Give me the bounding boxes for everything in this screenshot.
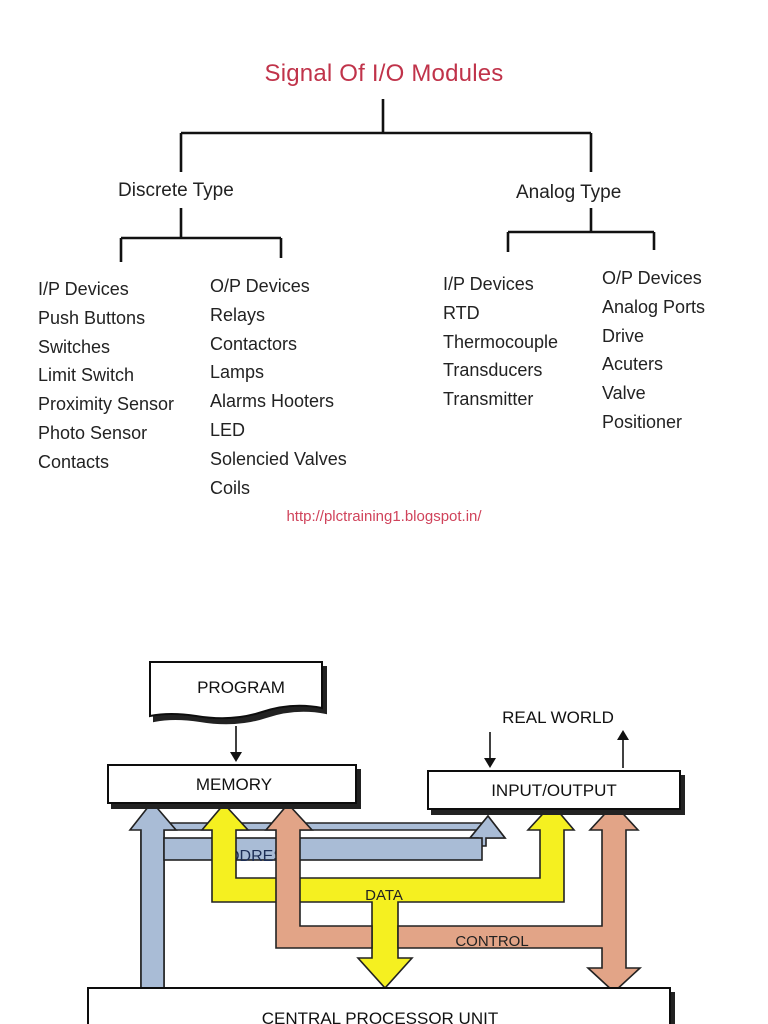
- list-item: RTD: [443, 302, 480, 323]
- list-item: Drive: [602, 325, 645, 346]
- discrete-outputs-list: O/P Devices Relays Contactors Lamps Alar…: [210, 272, 347, 502]
- list-item: Positioner: [602, 411, 683, 432]
- list-item: Push Buttons: [38, 307, 146, 328]
- list-item: I/P Devices: [38, 279, 129, 299]
- list-item: Valve: [602, 383, 646, 404]
- list-item: Coils: [210, 477, 251, 498]
- analog-inputs-list: I/P Devices RTD Thermocouple Transducers…: [443, 270, 558, 414]
- analog-type-label: Analog Type: [516, 182, 622, 203]
- list-item: Photo Sensor: [38, 422, 148, 443]
- real-world-label: REAL WORLD: [502, 708, 614, 727]
- memory-label: MEMORY: [196, 775, 272, 794]
- list-item: Limit Switch: [38, 365, 135, 386]
- list-item: Acuters: [602, 354, 664, 375]
- discrete-inputs-list: I/P Devices Push Buttons Switches Limit …: [38, 275, 174, 477]
- memory-box: [107, 764, 357, 804]
- hierarchy-connectors: [119, 99, 656, 262]
- list-item: Solencied Valves: [210, 448, 347, 469]
- plc-block-diagram: PROGRAM REAL WORLD ADDRESS DATA CONTROL …: [87, 661, 681, 1024]
- list-item: Contacts: [38, 451, 110, 472]
- list-item: Switches: [38, 336, 111, 357]
- list-item: Transducers: [443, 360, 543, 381]
- list-item: LED: [210, 419, 246, 440]
- list-item: I/P Devices: [443, 274, 534, 294]
- list-item: Lamps: [210, 362, 265, 383]
- program-box: [149, 661, 323, 720]
- list-item: Proximity Sensor: [38, 394, 175, 415]
- list-item: O/P Devices: [602, 268, 702, 288]
- list-item: O/P Devices: [210, 276, 310, 296]
- cpu-box: [87, 987, 671, 1024]
- page-title: Signal Of I/O Modules: [264, 60, 504, 87]
- list-item: Alarms Hooters: [210, 391, 335, 412]
- data-bus: [200, 802, 576, 990]
- list-item: Analog Ports: [602, 296, 706, 317]
- io-box: [427, 770, 681, 810]
- list-item: Transmitter: [443, 389, 534, 410]
- program-label: PROGRAM: [197, 678, 285, 697]
- cpu-label: CENTRAL PROCESSOR UNIT: [262, 1009, 498, 1024]
- source-url: http://plctraining1.blogspot.in/: [286, 508, 482, 525]
- io-label: INPUT/OUTPUT: [491, 781, 617, 800]
- data-label: DATA: [365, 887, 403, 904]
- list-item: Relays: [210, 304, 266, 325]
- list-item: Contactors: [210, 333, 298, 354]
- discrete-type-label: Discrete Type: [118, 180, 234, 201]
- control-label: CONTROL: [455, 933, 528, 950]
- analog-outputs-list: O/P Devices Analog Ports Drive Acuters V…: [602, 264, 705, 437]
- control-bus: [264, 802, 643, 994]
- list-item: Thermocouple: [443, 331, 559, 352]
